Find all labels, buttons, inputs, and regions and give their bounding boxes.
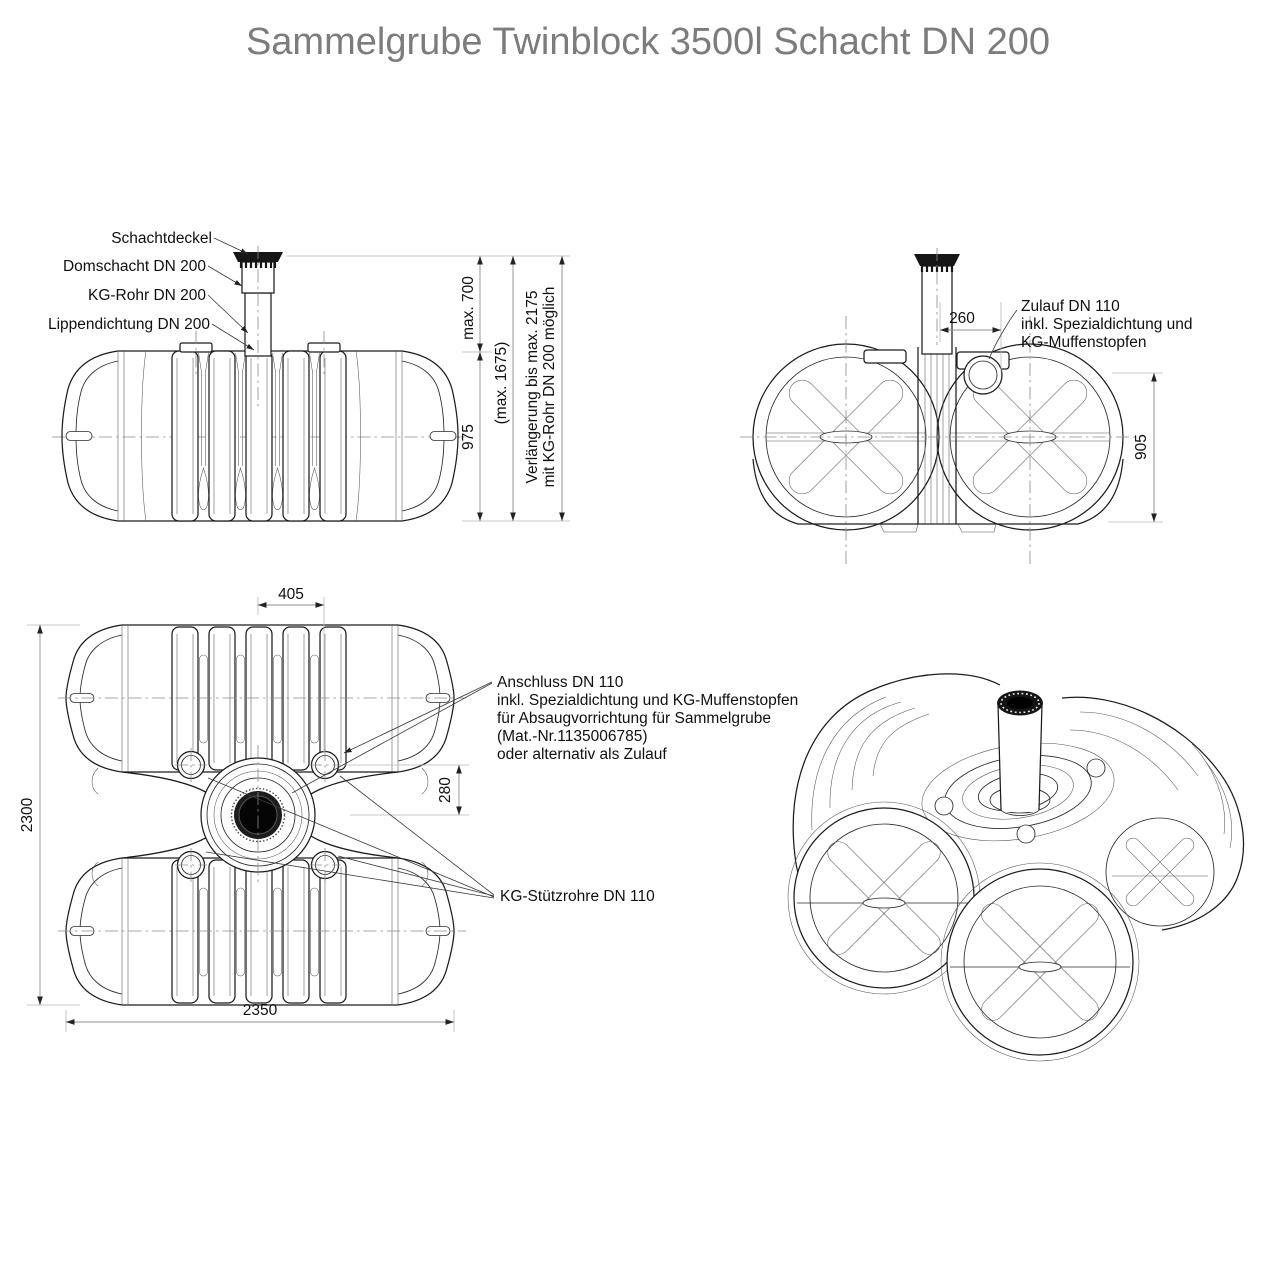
label-kg-rohr: KG-Rohr DN 200	[88, 287, 206, 304]
dim-width: 2300	[19, 797, 36, 832]
iso-front-center-cap	[940, 862, 1140, 1062]
end-view: 260 905 Zulauf DN 110 inkl. Spezialdicht…	[740, 248, 1192, 566]
anschluss-label-line2: inkl. Spezialdichtung und KG-Muffenstopf…	[497, 692, 798, 709]
zulauf-label-line3: KG-Muffenstopfen	[1021, 334, 1147, 351]
end-dome-shaft	[914, 248, 960, 355]
dim-extension-note-line1: Verlängerung bis max. 2175	[524, 290, 541, 483]
iso-knob	[934, 796, 954, 816]
label-schachtdeckel: Schachtdeckel	[111, 230, 212, 247]
dim-support-offset: 280	[437, 777, 454, 803]
top-labels: Anschluss DN 110 inkl. Spezialdichtung u…	[205, 674, 798, 905]
label-lippendichtung: Lippendichtung DN 200	[48, 316, 210, 333]
zulauf-label-line1: Zulauf DN 110	[1021, 298, 1120, 315]
anschluss-label-line4: (Mat.-Nr.1135006785)	[497, 728, 648, 745]
top-lower-body	[58, 857, 466, 1006]
top-upper-body	[58, 624, 466, 773]
dim-total-height: (max. 1675)	[493, 342, 510, 425]
iso-left-body	[792, 673, 1001, 920]
dim-end-height: 905	[1133, 434, 1150, 460]
iso-right-body	[1061, 696, 1245, 931]
dim-length: 2350	[243, 1002, 278, 1019]
side-view: max. 700 975 (max. 1675) Verlängerung bi…	[48, 230, 570, 522]
side-labels: Schachtdeckel Domschacht DN 200 KG-Rohr …	[48, 230, 255, 351]
dim-inlet-offset: 260	[949, 310, 975, 327]
dim-shaft-height: max. 700	[460, 276, 477, 340]
isometric-view	[787, 673, 1245, 1062]
zulauf-label-line2: inkl. Spezialdichtung und	[1021, 316, 1192, 333]
end-zulauf-label: Zulauf DN 110 inkl. Spezialdichtung und …	[988, 298, 1192, 360]
end-dimensions: 260 905	[939, 302, 1163, 523]
page-title: Sammelgrube Twinblock 3500l Schacht DN 2…	[246, 21, 1050, 63]
dim-tank-height: 975	[460, 424, 477, 450]
top-view: 405 2300 280 2350 Anschluss DN 110 inkl.…	[19, 586, 798, 1032]
side-dimensions: max. 700 975 (max. 1675) Verlängerung bi…	[286, 255, 570, 522]
end-centerlines	[740, 316, 1136, 566]
side-dome-shaft	[233, 246, 283, 410]
iso-knob	[1086, 758, 1106, 778]
iso-riser-pipe	[989, 690, 1051, 816]
anschluss-label-line1: Anschluss DN 110	[497, 674, 624, 691]
zulauf-opening	[963, 355, 1003, 395]
end-inlet	[963, 355, 1003, 395]
anschluss-label-line5: oder alternativ als Zulauf	[497, 746, 667, 763]
side-tank-ribs	[171, 331, 347, 522]
dim-extension-note-line2: mit KG-Rohr DN 200 möglich	[541, 287, 558, 488]
top-dimensions: 405 2300 280 2350	[19, 586, 469, 1032]
stuetzrohre-label: KG-Stützrohre DN 110	[500, 888, 655, 905]
iso-knob	[1016, 824, 1036, 844]
anschluss-label-line3: für Absaugvorrichtung für Sammelgrube	[497, 710, 771, 727]
end-tank-outline	[752, 343, 1124, 533]
side-tank-outline	[61, 350, 459, 522]
dim-dome-offset: 405	[278, 586, 304, 603]
label-domschacht: Domschacht DN 200	[63, 258, 206, 275]
